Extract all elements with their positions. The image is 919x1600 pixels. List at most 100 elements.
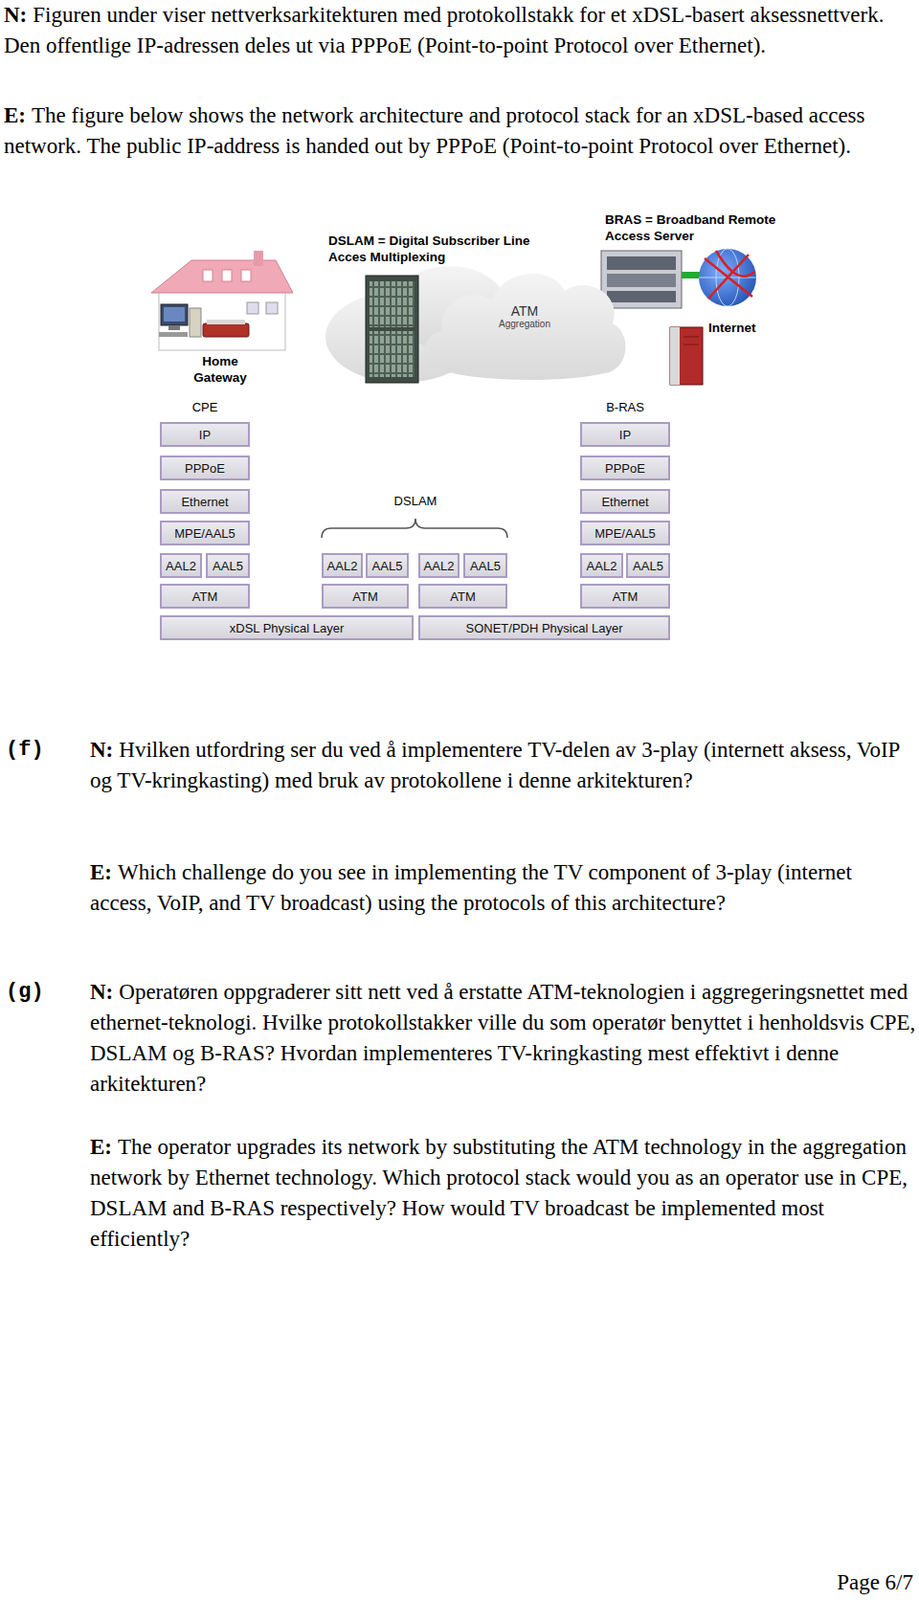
protocol-box: AAL2 bbox=[321, 553, 363, 579]
protocol-box: AAL2 bbox=[580, 553, 624, 579]
illustration-part bbox=[253, 250, 264, 267]
cloud-outline bbox=[424, 273, 627, 381]
illustration-part bbox=[168, 325, 180, 331]
dslam-brace bbox=[321, 518, 508, 538]
label-text: (f) bbox=[5, 738, 45, 763]
node-text: AAL5 bbox=[212, 559, 244, 574]
device-label: Internet bbox=[708, 319, 785, 337]
green-link bbox=[681, 271, 701, 279]
protocol-box: SONET/PDH Physical Layer bbox=[418, 615, 671, 641]
illustration-part bbox=[246, 302, 259, 314]
node-text: AAL2 bbox=[165, 559, 197, 574]
illustration-part bbox=[151, 260, 293, 293]
label-text: BRAS = Broadband Remote Access Server bbox=[605, 212, 776, 244]
stack-heading: DSLAM bbox=[367, 493, 464, 510]
node-text: AAL2 bbox=[327, 559, 359, 574]
language-marker: N: bbox=[89, 738, 113, 763]
illustration-part bbox=[365, 275, 419, 383]
node-text: AAL5 bbox=[470, 559, 501, 574]
node-text: IP bbox=[199, 427, 211, 443]
home-computer bbox=[158, 304, 202, 337]
protocol-box: PPPoE bbox=[159, 455, 250, 481]
language-marker: N: bbox=[3, 2, 27, 27]
node-text: SONET/PDH Physical Layer bbox=[466, 621, 624, 636]
illustration-part bbox=[202, 323, 249, 337]
label-text: DSLAM = Digital Subscriber Line Acces Mu… bbox=[328, 233, 530, 265]
protocol-box: AAL2 bbox=[418, 553, 460, 579]
dslam-rack bbox=[365, 275, 419, 383]
illustration-part bbox=[206, 319, 246, 325]
label-text: DSLAM bbox=[394, 493, 438, 509]
question-text: E:Which challenge do you see in implemen… bbox=[89, 857, 918, 919]
label-text: Operatøren oppgraderer sitt nett ved å e… bbox=[89, 980, 916, 1097]
label-text: The operator upgrades its network by sub… bbox=[89, 1135, 908, 1252]
language-marker: E: bbox=[89, 860, 113, 885]
protocol-box: ATM bbox=[580, 583, 671, 609]
label-text: The figure below shows the network archi… bbox=[3, 103, 866, 158]
home-gateway bbox=[202, 319, 249, 337]
protocol-box: AAL2 bbox=[159, 553, 202, 579]
illustration-part bbox=[606, 291, 676, 303]
illustration-part bbox=[160, 304, 188, 326]
illustration-part bbox=[670, 327, 703, 385]
atm-cloud: ATMAggregation bbox=[421, 256, 628, 389]
node-text: Aggregation bbox=[498, 318, 551, 330]
node-text: MPE/AAL5 bbox=[594, 526, 656, 541]
internet-server bbox=[670, 327, 703, 385]
language-marker: E: bbox=[3, 103, 26, 128]
intro-paragraph: E:The figure below shows the network arc… bbox=[3, 100, 916, 162]
protocol-box: PPPoE bbox=[580, 455, 671, 481]
node-text: ATM bbox=[352, 589, 378, 605]
bras-rack bbox=[601, 250, 682, 309]
protocol-box: AAL5 bbox=[205, 553, 250, 579]
illustration-part bbox=[222, 269, 232, 282]
illustration-part bbox=[266, 302, 278, 314]
question-text: E:The operator upgrades its network by s… bbox=[89, 1132, 918, 1256]
node-text: PPPoE bbox=[184, 461, 225, 476]
illustration-part bbox=[683, 344, 699, 346]
label-text: Figuren under viser nettverksarkitekture… bbox=[3, 2, 884, 58]
figure-caption: BRAS = Broadband Remote Access Server bbox=[605, 211, 811, 245]
label-text: Page 6/7 bbox=[836, 1570, 914, 1595]
illustration-part bbox=[158, 332, 188, 337]
label-text: B-RAS bbox=[605, 400, 645, 415]
node-text: ATM bbox=[449, 589, 475, 605]
illustration-part bbox=[670, 327, 680, 385]
question-text: N:Operatøren oppgraderer sitt nett ved å… bbox=[89, 977, 918, 1100]
protocol-box: MPE/AAL5 bbox=[580, 520, 671, 546]
node-text: Ethernet bbox=[180, 494, 228, 510]
illustration-part bbox=[202, 269, 213, 282]
language-marker: N: bbox=[89, 980, 113, 1005]
stack-heading: B-RAS bbox=[580, 400, 671, 416]
question-number: (g) bbox=[5, 977, 73, 1009]
label-text: Which challenge do you see in implementi… bbox=[89, 860, 852, 916]
protocol-box: IP bbox=[159, 422, 250, 448]
internet-globe bbox=[698, 248, 757, 307]
illustration-part bbox=[163, 307, 185, 322]
protocol-box: ATM bbox=[321, 583, 409, 609]
protocol-box: AAL5 bbox=[626, 553, 671, 579]
illustration-part bbox=[704, 250, 755, 299]
illustration-part bbox=[189, 308, 202, 337]
figure-caption: DSLAM = Digital Subscriber Line Acces Mu… bbox=[328, 232, 544, 266]
illustration-part bbox=[698, 248, 757, 307]
label-text: Hvilken utfordring ser du ved å implemen… bbox=[89, 738, 900, 793]
page-number: Page 6/7 bbox=[765, 1568, 914, 1599]
protocol-box: Ethernet bbox=[580, 489, 671, 515]
illustration-part bbox=[369, 331, 415, 378]
node-text: Ethernet bbox=[601, 494, 649, 510]
protocol-box: Ethernet bbox=[159, 489, 250, 515]
intro-paragraph: N:Figuren under viser nettverksarkitektu… bbox=[3, 0, 916, 62]
stack-heading: CPE bbox=[159, 400, 250, 416]
protocol-box: ATM bbox=[418, 583, 508, 609]
label-text: CPE bbox=[192, 400, 219, 415]
illustration-part bbox=[606, 256, 676, 270]
node-text: ATM bbox=[612, 589, 638, 605]
node-text: IP bbox=[619, 427, 631, 443]
node-text: AAL5 bbox=[632, 559, 664, 574]
illustration-part bbox=[606, 273, 676, 288]
illustration-part bbox=[601, 250, 682, 309]
illustration-part bbox=[158, 289, 286, 351]
label-text: Internet bbox=[708, 320, 757, 336]
